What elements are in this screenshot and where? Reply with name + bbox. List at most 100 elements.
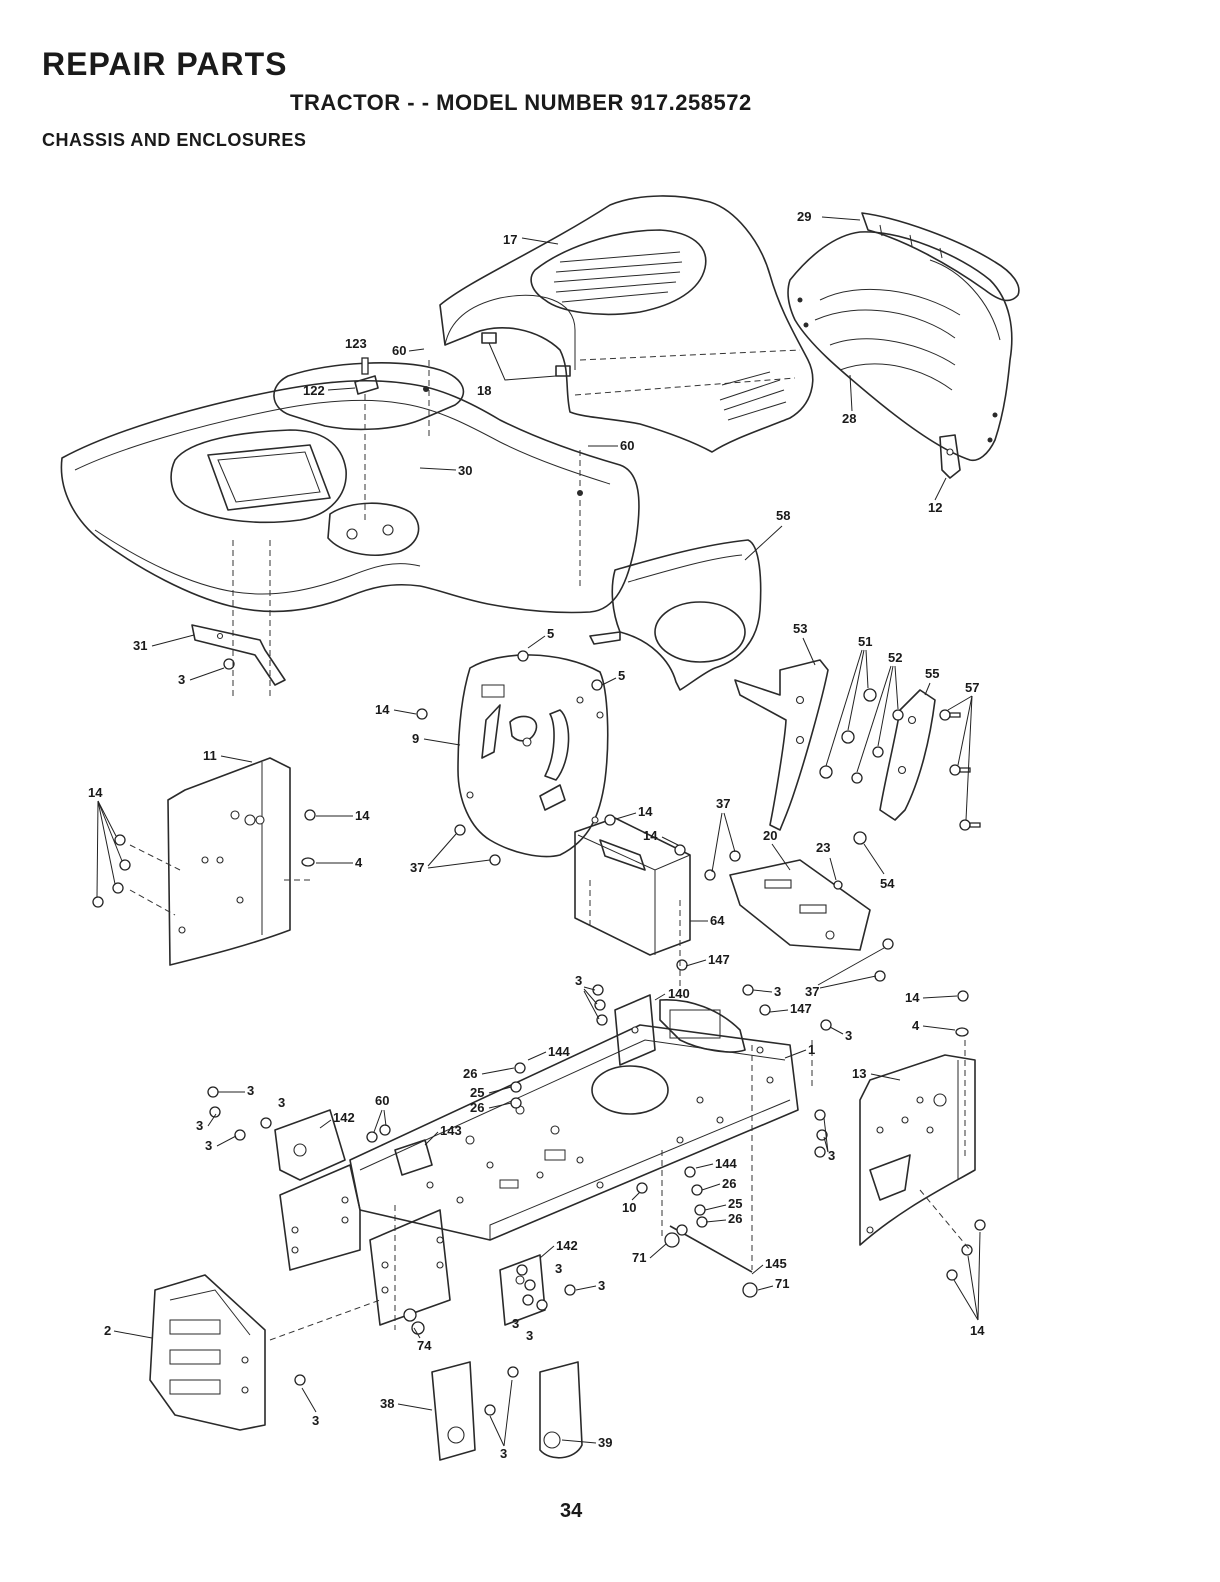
- callout-25b: 25: [728, 1196, 742, 1211]
- callout-37a: 37: [716, 796, 730, 811]
- callout-54: 54: [880, 876, 895, 891]
- callout-3a: 3: [178, 672, 185, 687]
- callout-60c: 60: [375, 1093, 389, 1108]
- callout-3j: 3: [555, 1261, 562, 1276]
- callout-26d: 26: [728, 1211, 742, 1226]
- callout-52: 52: [888, 650, 902, 665]
- callout-3d: 3: [845, 1028, 852, 1043]
- callout-71b: 71: [775, 1276, 789, 1291]
- callout-30: 30: [458, 463, 472, 478]
- model-number-heading: TRACTOR - - MODEL NUMBER 917.258572: [290, 90, 752, 115]
- callout-60b: 60: [620, 438, 634, 453]
- front-plate-assembly: [279, 1164, 451, 1326]
- section-heading: CHASSIS AND ENCLOSURES: [42, 130, 307, 150]
- callout-3e: 3: [247, 1083, 254, 1098]
- callout-39: 39: [598, 1435, 612, 1450]
- bracket-part-142-left: [274, 1109, 346, 1181]
- rod-part-145: [664, 1225, 758, 1298]
- dash-shroud-part-58: [589, 539, 762, 691]
- bracket-part-39: [539, 1361, 583, 1459]
- callout-123: 123: [345, 336, 367, 351]
- hood-latch-part-12: [939, 434, 961, 479]
- callout-3h: 3: [205, 1138, 212, 1153]
- callout-5b: 5: [618, 668, 625, 683]
- brake-bracket-part-55: [879, 689, 936, 821]
- bolt-part-54: [853, 831, 867, 845]
- callout-64: 64: [710, 913, 725, 928]
- callout-3b: 3: [575, 973, 582, 988]
- callout-14e: 14: [643, 828, 658, 843]
- bracket-part-31: [191, 624, 286, 686]
- callout-122: 122: [303, 383, 325, 398]
- callout-2: 2: [104, 1323, 111, 1338]
- callout-74: 74: [417, 1338, 432, 1353]
- callout-13: 13: [852, 1066, 866, 1081]
- callout-14d: 14: [638, 804, 653, 819]
- page-title: REPAIR PARTS: [42, 46, 288, 82]
- grille-trim-part-29: [861, 212, 1020, 302]
- callout-14b: 14: [88, 785, 103, 800]
- rear-bracket-part-140: [614, 994, 656, 1066]
- side-panel-part-11: [167, 757, 291, 966]
- bracket-part-38: [431, 1361, 476, 1461]
- callout-26b: 26: [470, 1100, 484, 1115]
- hinge-bracket-part-122: [354, 357, 379, 520]
- callout-143: 143: [440, 1123, 462, 1138]
- callout-145: 145: [765, 1256, 787, 1271]
- callout-38: 38: [380, 1396, 394, 1411]
- callout-58: 58: [776, 508, 790, 523]
- side-panel-part-13: [859, 1054, 976, 1246]
- callout-3n: 3: [312, 1413, 319, 1428]
- fender-deck-part-30: [60, 362, 640, 614]
- callout-labels: 29 17 123 60 122 18 28 60 30 12 58 31 3 …: [88, 209, 985, 1461]
- callout-3l: 3: [512, 1316, 519, 1331]
- front-bumper-part-2: [149, 1274, 266, 1431]
- callout-5a: 5: [547, 626, 554, 641]
- callout-14c: 14: [355, 808, 370, 823]
- callout-26c: 26: [722, 1176, 736, 1191]
- callout-14g: 14: [970, 1323, 985, 1338]
- callout-51: 51: [858, 634, 872, 649]
- dash-panel-part-9: [457, 654, 609, 858]
- callout-18: 18: [477, 383, 491, 398]
- callout-14a: 14: [375, 702, 390, 717]
- callout-14f: 14: [905, 990, 920, 1005]
- callout-11: 11: [203, 748, 217, 763]
- callout-142a: 142: [333, 1110, 355, 1125]
- callout-29: 29: [797, 209, 811, 224]
- callout-60a: 60: [392, 343, 406, 358]
- callout-37b: 37: [410, 860, 424, 875]
- callout-26a: 26: [463, 1066, 477, 1081]
- bolts-part-57: [939, 709, 981, 831]
- callout-71a: 71: [632, 1250, 646, 1265]
- grille-housing-part-28: [787, 231, 1013, 462]
- callout-25a: 25: [470, 1085, 484, 1100]
- callout-10: 10: [622, 1200, 636, 1215]
- callout-3i: 3: [828, 1148, 835, 1163]
- callout-55: 55: [925, 666, 939, 681]
- callout-3c: 3: [774, 984, 781, 999]
- callout-1: 1: [808, 1042, 815, 1057]
- callout-37c: 37: [805, 984, 819, 999]
- bracket-part-143: [394, 1139, 433, 1176]
- callout-3o: 3: [500, 1446, 507, 1461]
- callout-147b: 147: [790, 1001, 812, 1016]
- callout-144b: 144: [715, 1156, 737, 1171]
- callout-3g: 3: [196, 1118, 203, 1133]
- callout-12: 12: [928, 500, 942, 515]
- callout-3k: 3: [598, 1278, 605, 1293]
- callout-3f: 3: [278, 1095, 285, 1110]
- callout-9: 9: [412, 731, 419, 746]
- callout-140: 140: [668, 986, 690, 1001]
- callout-4b: 4: [912, 1018, 920, 1033]
- callout-142b: 142: [556, 1238, 578, 1253]
- callout-23: 23: [816, 840, 830, 855]
- callout-20: 20: [763, 828, 777, 843]
- bracket-part-142-right: [499, 1254, 546, 1326]
- brake-bracket-part-53: [734, 659, 829, 831]
- callout-57: 57: [965, 680, 979, 695]
- page-number: 34: [560, 1500, 583, 1522]
- alignment-lines: [129, 360, 971, 1341]
- hood-bracket-part-18: [481, 332, 571, 381]
